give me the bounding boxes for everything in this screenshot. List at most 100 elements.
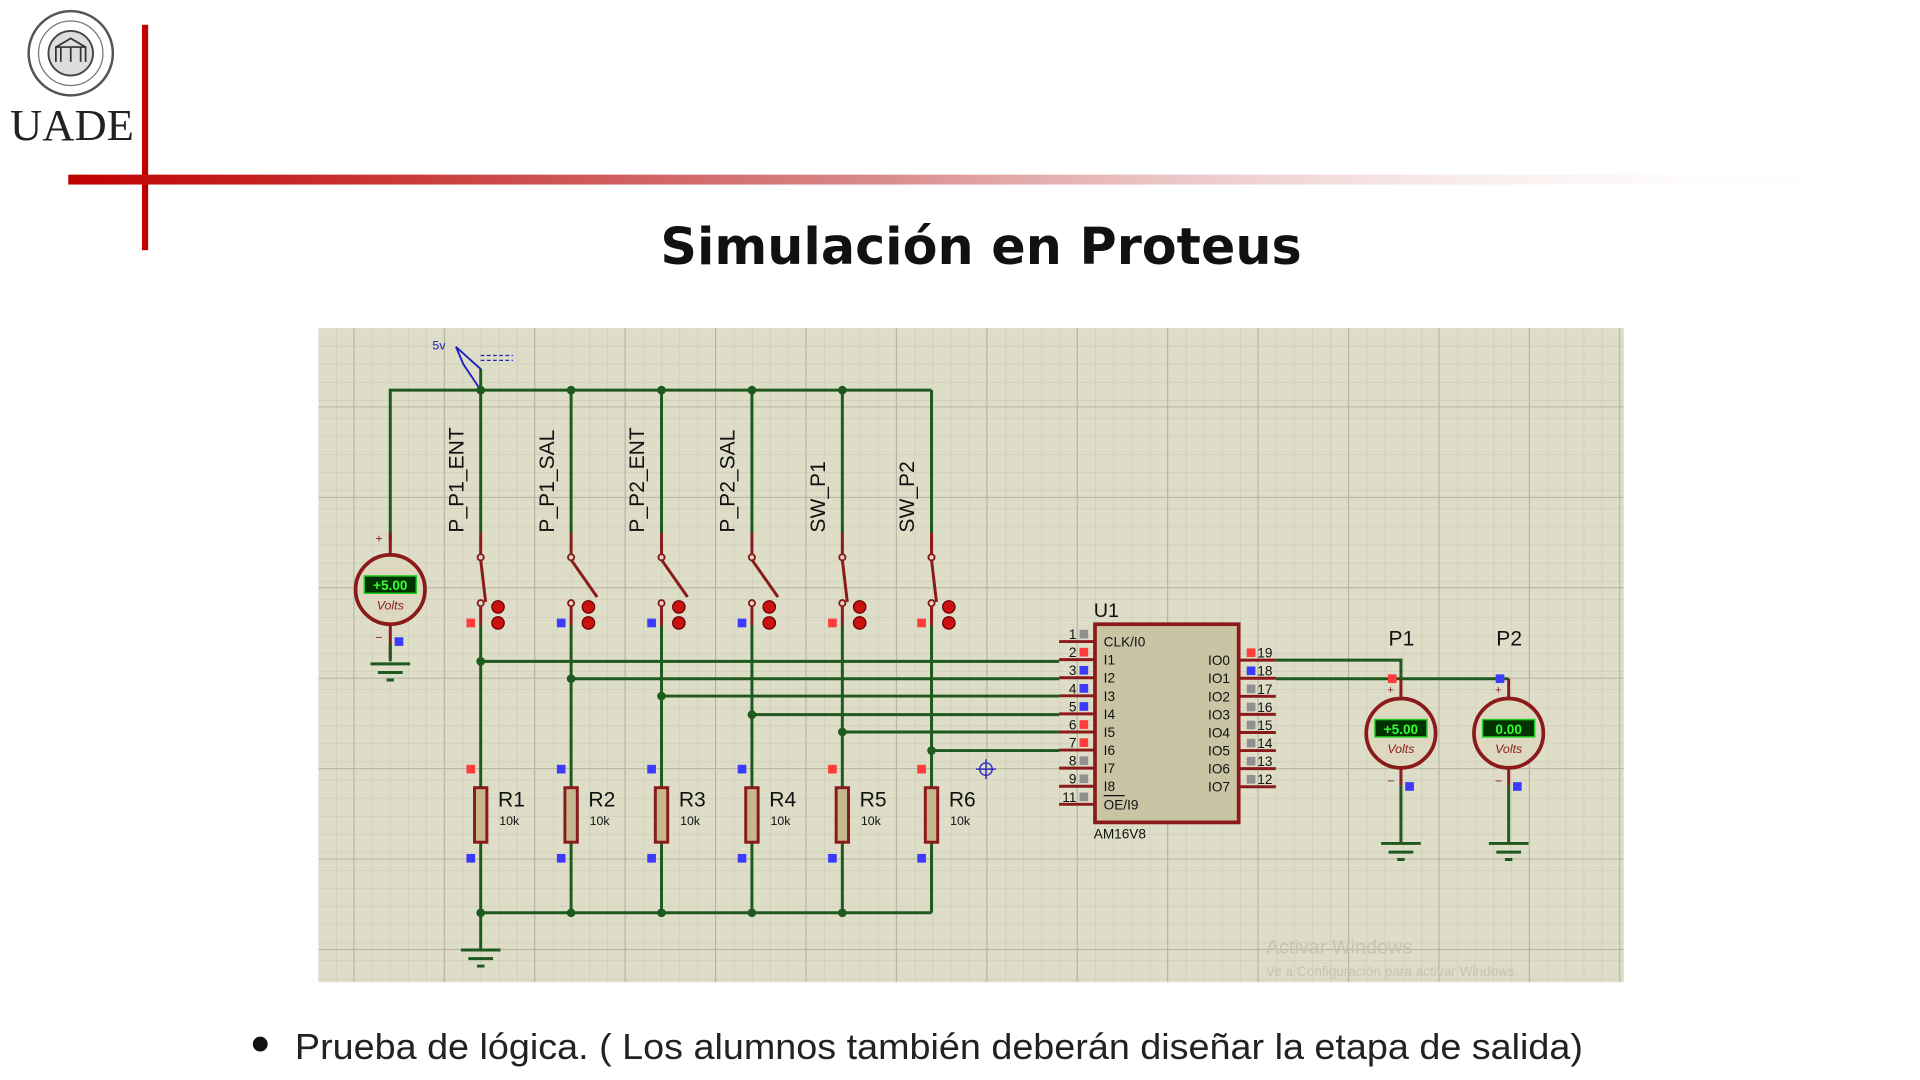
plus-sign: +: [1495, 685, 1502, 697]
button-up-icon[interactable]: [491, 600, 505, 614]
pin-indicator: [647, 764, 656, 774]
meter-value: 0.00: [1495, 722, 1522, 737]
pin-label: I1: [1104, 653, 1115, 668]
pin-label: I3: [1104, 689, 1115, 704]
pin-label: IO2: [1208, 689, 1230, 704]
button-down-icon[interactable]: [852, 616, 867, 630]
button-up-icon[interactable]: [852, 600, 867, 614]
pin-indicator: [1246, 738, 1256, 748]
supply-label: 5v: [432, 338, 446, 352]
pin-indicator: [737, 764, 747, 774]
button-down-icon[interactable]: [581, 616, 596, 630]
chip-part: AM16V8: [1094, 826, 1146, 841]
pin-indicator: [394, 637, 404, 646]
button-up-icon[interactable]: [762, 600, 777, 614]
ground-lines: [370, 662, 411, 682]
pushbutton-switch[interactable]: [556, 532, 599, 630]
button-down-icon[interactable]: [762, 616, 777, 630]
switch-lever: [930, 559, 938, 603]
junction-dot: [747, 710, 757, 719]
pin-indicator: [1405, 782, 1414, 791]
pin-number: 18: [1257, 664, 1272, 679]
wire-io0: [1275, 658, 1403, 679]
accent-horizontal-bar: [68, 174, 1865, 185]
pin-label: I7: [1104, 761, 1115, 776]
resistor-body: [653, 786, 670, 844]
resistor-name: R4: [769, 788, 796, 811]
button-down-icon[interactable]: [491, 616, 505, 630]
pushbutton-switch[interactable]: [466, 532, 505, 630]
switch-contact: [747, 599, 756, 608]
pin-indicator: [828, 853, 837, 863]
pushbutton-switch[interactable]: [828, 532, 867, 630]
meter-value: +5.00: [373, 578, 408, 593]
junction-dot: [927, 746, 936, 755]
pin-indicator: [1079, 665, 1089, 675]
pin-indicator: [556, 618, 566, 628]
button-down-icon[interactable]: [942, 616, 956, 630]
pin-number: 13: [1257, 754, 1272, 769]
bullet-item: Prueba de lógica. ( Los alumnos también …: [295, 1026, 1583, 1067]
switch-contact: [567, 599, 576, 608]
pin-label: I8: [1104, 779, 1115, 794]
pin-indicator: [917, 764, 926, 774]
switch-contact: [657, 599, 666, 608]
power-terminal-5v[interactable]: 5v: [432, 338, 513, 394]
pin-number: 11: [1062, 790, 1076, 805]
university-seal: [27, 9, 115, 97]
button-up-icon[interactable]: [581, 600, 596, 614]
button-up-icon[interactable]: [942, 600, 956, 614]
button-up-icon[interactable]: [672, 600, 686, 614]
pin-label: I5: [1104, 725, 1115, 740]
ground-symbol: [460, 948, 501, 968]
pin-indicator: [1246, 684, 1256, 694]
button-down-icon[interactable]: [672, 616, 686, 630]
logo-text: UADE: [10, 100, 134, 150]
switch-label: SW_P1: [807, 461, 830, 532]
resistor-body: [744, 786, 760, 844]
meter-value: +5.00: [1384, 722, 1419, 737]
pin-number: 3: [1069, 663, 1077, 678]
pin-label: IO0: [1208, 653, 1230, 668]
resistor-name: R3: [679, 788, 706, 811]
pin-indicator: [1079, 756, 1089, 766]
pushbutton-switch[interactable]: [647, 532, 689, 630]
minus-sign: −: [1495, 774, 1502, 788]
pushbutton-switch[interactable]: [917, 532, 956, 630]
pushbutton-switch[interactable]: [737, 532, 780, 630]
probe-name: P2: [1496, 627, 1522, 650]
